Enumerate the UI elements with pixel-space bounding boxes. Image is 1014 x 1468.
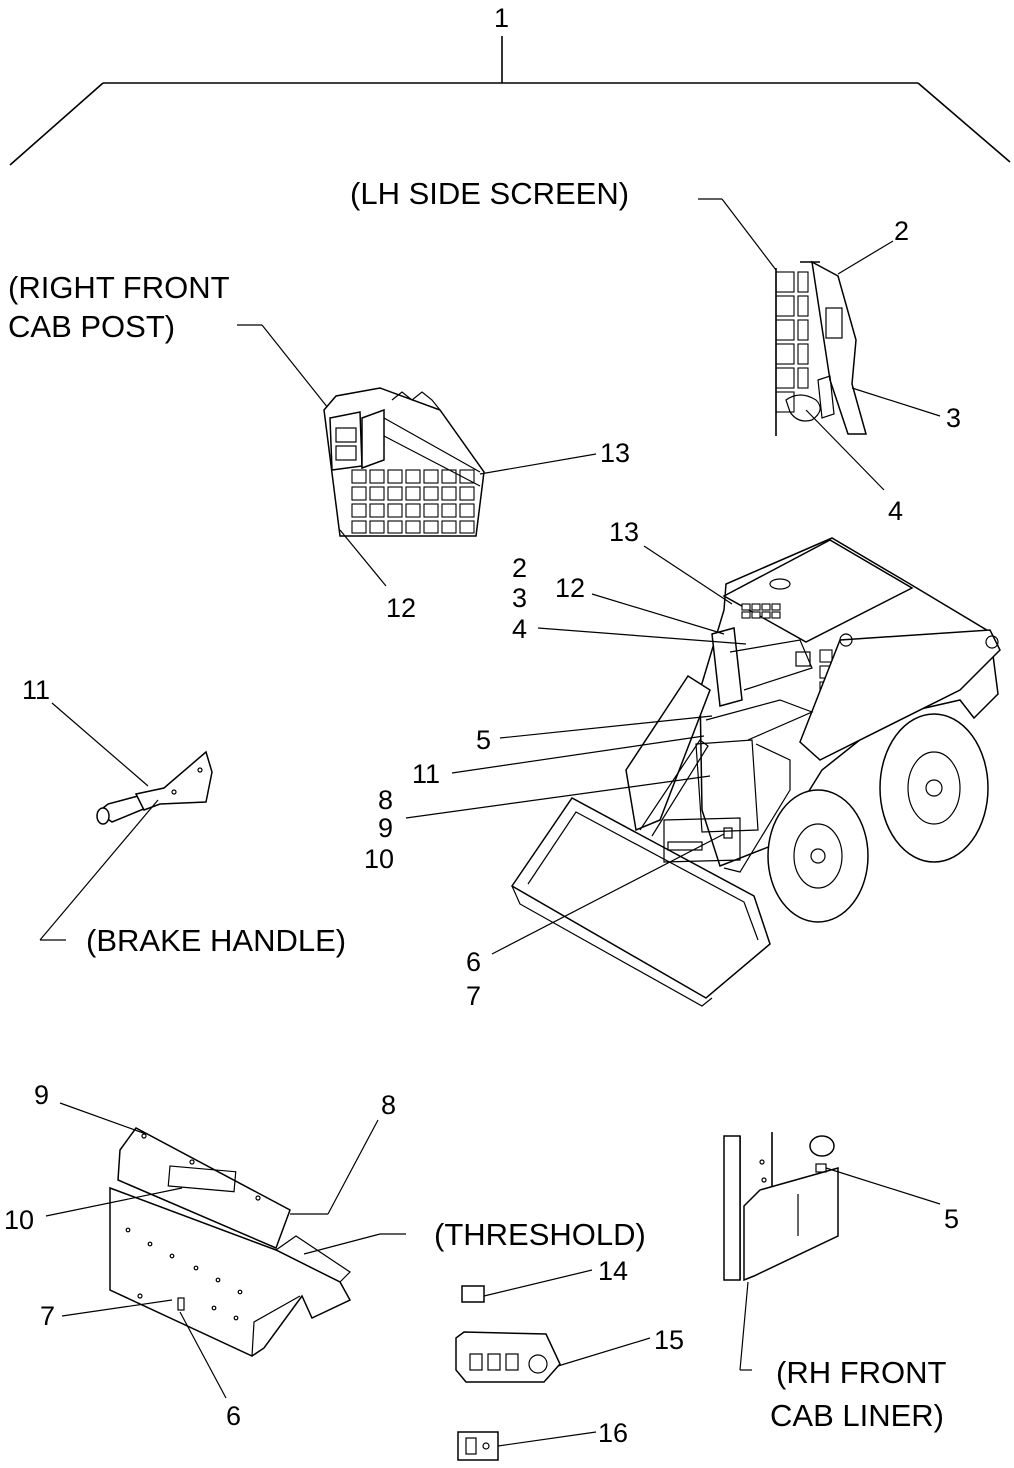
caption-brake-handle: (BRAKE HANDLE) <box>86 923 346 958</box>
callout-8-threshold: 8 <box>381 1090 396 1120</box>
caption-lh-side-screen: (LH SIDE SCREEN) <box>350 176 629 211</box>
callout-7-threshold: 7 <box>40 1301 55 1331</box>
callout-13-cab-post: 13 <box>600 438 630 468</box>
callout-8-machine: 8 <box>378 785 393 815</box>
callout-6-machine: 6 <box>466 947 481 977</box>
caption-right-front-cab-post-line2: CAB POST) <box>8 309 175 344</box>
decal-14-part <box>461 1285 485 1303</box>
cab-post-mesh <box>351 469 475 534</box>
callout-9-threshold: 9 <box>34 1080 49 1110</box>
caption-rh-front-cab-liner-line1: (RH FRONT <box>776 1355 947 1390</box>
callout-16: 16 <box>598 1418 628 1448</box>
skid-steer-loader <box>510 537 1001 1007</box>
caption-threshold: (THRESHOLD) <box>434 1217 646 1252</box>
brake-handle-part <box>96 750 213 825</box>
cab-front-mesh <box>741 603 781 619</box>
callout-10-machine: 10 <box>364 844 394 874</box>
callout-13-machine: 13 <box>609 517 639 547</box>
callout-5-machine: 5 <box>476 725 491 755</box>
callout-3: 3 <box>946 403 961 433</box>
callout-11-machine: 11 <box>412 759 440 789</box>
callout-6-threshold: 6 <box>226 1401 241 1431</box>
assembly-bracket <box>9 36 1011 166</box>
right-front-cab-post-part <box>323 387 485 537</box>
callout-1: 1 <box>494 3 509 33</box>
callout-4-machine: 4 <box>512 614 527 644</box>
rh-front-cab-liner-part <box>723 1132 839 1282</box>
decal-15-part <box>455 1331 561 1383</box>
decal-16-part <box>457 1431 499 1461</box>
caption-right-front-cab-post-line1: (RIGHT FRONT <box>8 270 230 305</box>
callout-2-machine: 2 <box>512 553 527 583</box>
callout-9-machine: 9 <box>378 813 393 843</box>
callout-12-machine: 12 <box>555 573 585 603</box>
callout-12-cab-post: 12 <box>386 593 416 623</box>
side-screen-mesh <box>775 271 809 413</box>
threshold-part <box>109 1127 352 1357</box>
callout-10-threshold: 10 <box>4 1205 34 1235</box>
lh-side-screen-part <box>698 198 867 436</box>
callout-11-brake: 11 <box>22 675 50 705</box>
callout-7-machine: 7 <box>466 981 481 1011</box>
callout-14: 14 <box>598 1256 628 1286</box>
callout-15: 15 <box>654 1325 684 1355</box>
callout-2: 2 <box>894 216 909 246</box>
callout-3-machine: 3 <box>512 583 527 613</box>
callout-5-liner: 5 <box>944 1204 959 1234</box>
caption-rh-front-cab-liner-line2: CAB LINER) <box>770 1398 944 1433</box>
callout-4: 4 <box>888 496 903 526</box>
